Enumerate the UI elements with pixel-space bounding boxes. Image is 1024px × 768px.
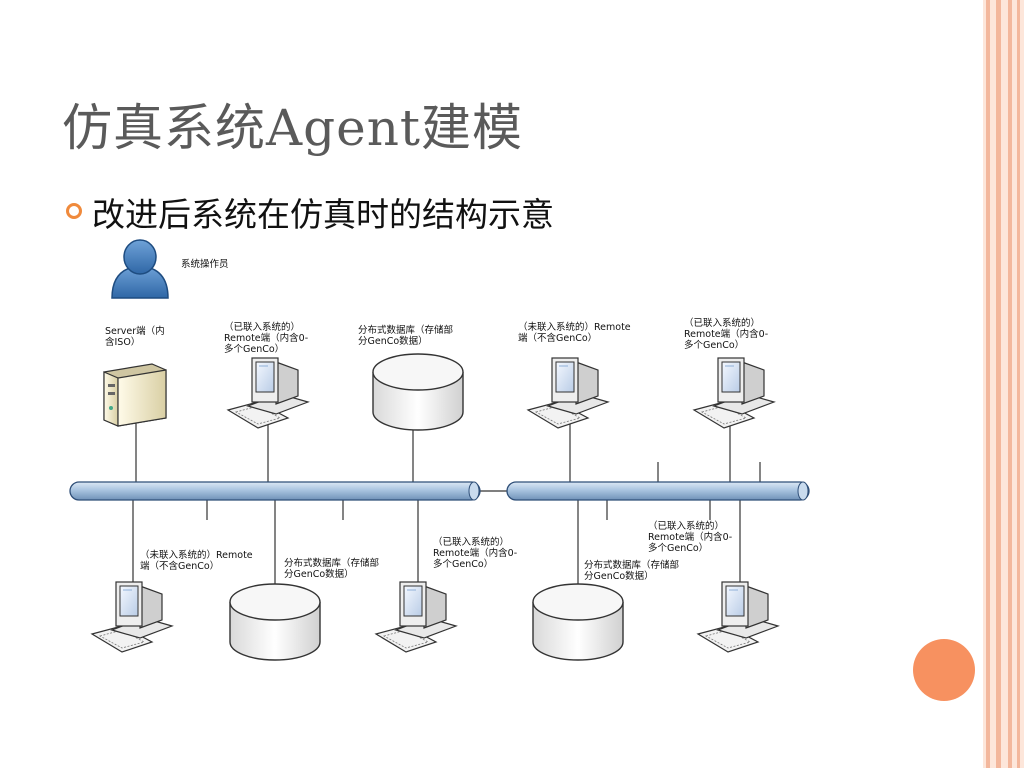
network-bus-right bbox=[506, 481, 810, 501]
label-remote-unjoined-bottom: （未联入系统的）Remote 端（不含GenCo） bbox=[140, 550, 253, 572]
label-db-bottom-1: 分布式数据库（存储部 分GenCo数据） bbox=[284, 558, 380, 580]
label-remote-unjoined-top: （未联入系统的）Remote 端（不含GenCo） bbox=[518, 322, 631, 344]
pc-remote-joined-top-2-icon bbox=[693, 357, 775, 429]
pc-remote-joined-bottom-2-icon bbox=[697, 581, 779, 653]
label-remote-joined-bottom-1: （已联入系统的） Remote端（内含0- 多个GenCo） bbox=[433, 537, 518, 570]
database-bottom-2-icon bbox=[532, 583, 624, 661]
database-top-icon bbox=[372, 353, 464, 431]
label-db-top: 分布式数据库（存储部 分GenCo数据） bbox=[358, 325, 454, 347]
operator-user-icon bbox=[111, 239, 169, 299]
server-tower-icon bbox=[103, 363, 167, 427]
pc-remote-joined-top-1-icon bbox=[227, 357, 309, 429]
decorative-orange-circle bbox=[913, 639, 975, 701]
bullet-text: 改进后系统在仿真时的结构示意 bbox=[92, 195, 554, 234]
database-bottom-1-icon bbox=[229, 583, 321, 661]
network-bus-left bbox=[69, 481, 481, 501]
label-db-bottom-2: 分布式数据库（存储部 分GenCo数据） bbox=[584, 560, 680, 582]
bullet-ring-icon bbox=[66, 203, 82, 219]
label-operator: 系统操作员 bbox=[181, 259, 229, 270]
pc-remote-unjoined-top-icon bbox=[527, 357, 609, 429]
label-remote-joined-top-2: （已联入系统的） Remote端（内含0- 多个GenCo） bbox=[684, 318, 769, 351]
pc-remote-joined-bottom-1-icon bbox=[375, 581, 457, 653]
label-remote-joined-top-1: （已联入系统的） Remote端（内含0- 多个GenCo） bbox=[224, 322, 309, 355]
right-border-stripes bbox=[983, 0, 1024, 768]
label-remote-joined-bottom-2: （已联入系统的） Remote端（内含0- 多个GenCo） bbox=[648, 521, 733, 554]
label-server: Server端（内 含ISO） bbox=[105, 326, 165, 348]
pc-remote-unjoined-bottom-icon bbox=[91, 581, 173, 653]
slide-title: 仿真系统Agent建模 bbox=[62, 99, 523, 157]
lower-connector-lines bbox=[132, 498, 741, 590]
